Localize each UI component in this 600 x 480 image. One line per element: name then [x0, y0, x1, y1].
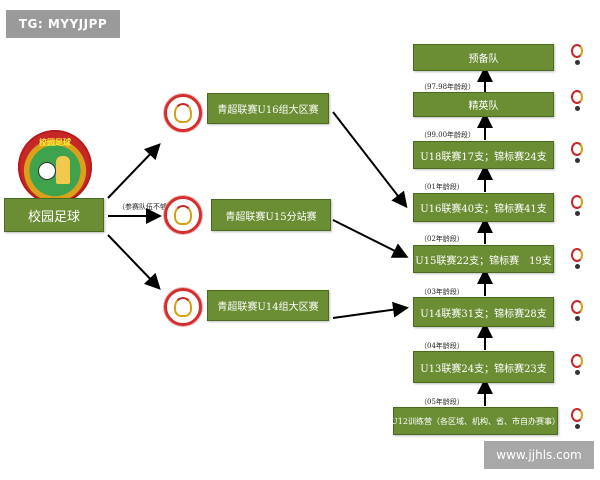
league-logo-icon	[164, 196, 202, 234]
arrow-root-to-u14	[107, 234, 161, 290]
youth-league-mini-logo-icon	[568, 246, 586, 272]
youth-league-mini-logo-icon	[568, 42, 586, 68]
youth-league-mini-logo-icon	[568, 193, 586, 219]
age-tag: （01年龄段）	[420, 183, 464, 191]
watermark-site: www.jjhls.com	[484, 441, 594, 469]
youth-league-mini-logo-icon	[568, 406, 586, 432]
league-u16-box: 青超联赛U16组大区赛	[207, 93, 329, 124]
ladder-elite-box: 精英队	[413, 92, 554, 117]
youth-league-mini-logo-icon	[568, 140, 586, 166]
watermark-telegram: TG: MYYJJPP	[6, 10, 120, 38]
ladder-u13-box: U13联赛24支；锦标赛23支	[413, 351, 554, 383]
age-tag: （02年龄段）	[420, 235, 464, 243]
age-tag: （03年龄段）	[420, 288, 464, 296]
ladder-u16-box: U16联赛40支；锦标赛41支	[413, 193, 554, 222]
age-tag: （99.00年龄段）	[420, 131, 476, 139]
campus-football-logo-icon: 校园足球	[18, 130, 92, 204]
player-figure-icon	[56, 156, 70, 184]
league-logo-icon	[164, 94, 202, 132]
age-tag: （04年龄段）	[420, 342, 464, 350]
league-logo-icon	[164, 288, 202, 326]
youth-league-mini-logo-icon	[568, 298, 586, 324]
arrow-u16-to-u16row	[332, 111, 408, 209]
league-u15-box: 青超联赛U15分站赛	[211, 199, 331, 231]
root-box: 校园足球	[4, 198, 104, 232]
arrow-root-to-u16	[107, 143, 161, 199]
soccer-ball-icon	[38, 162, 56, 180]
youth-league-mini-logo-icon	[568, 88, 586, 114]
age-tag: （97.98年龄段）	[420, 83, 476, 91]
ladder-u12-box: U12训练营（各区域、机构、省、市自办赛事）	[391, 407, 560, 435]
youth-league-mini-logo-icon	[568, 352, 586, 378]
league-u14-box: 青超联赛U14组大区赛	[207, 290, 329, 321]
ladder-u14-box: U14联赛31支；锦标赛28支	[413, 297, 554, 327]
arrow-u14-to-u14row	[332, 301, 409, 319]
arrow-u15-to-u15row	[332, 219, 409, 258]
ladder-reserve-box: 预备队	[413, 44, 554, 71]
root-note: （参赛队伍不够）	[118, 203, 174, 211]
ladder-u18-box: U18联赛17支；锦标赛24支	[413, 141, 554, 169]
age-tag: （05年龄段）	[420, 398, 464, 406]
ladder-u15-box: U15联赛22支；锦标赛 19支	[413, 245, 554, 273]
